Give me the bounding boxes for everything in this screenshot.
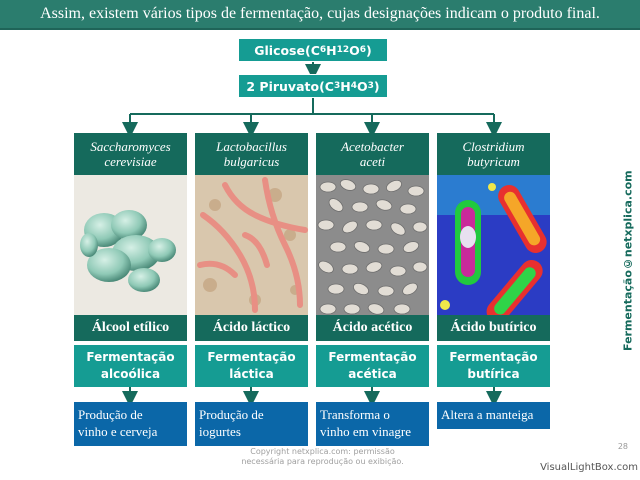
page-number: 28 (617, 442, 628, 451)
product-label: Ácido acético (316, 315, 429, 341)
use-description: Produção de iogurtes (195, 402, 308, 446)
fermentation-type: Fermentação alcoólica (74, 345, 187, 387)
product-label: Ácido láctico (195, 315, 308, 341)
product-label: Ácido butírico (437, 315, 550, 341)
yeast-micrograph (74, 175, 187, 315)
lactobacillus-micrograph (195, 175, 308, 315)
slide-title: Assim, existem vários tipos de fermentaç… (0, 0, 640, 30)
use-description: Transforma o vinho em vinagre (316, 402, 429, 446)
acetobacter-micrograph (316, 175, 429, 315)
use-description: Produção de vinho e cerveja (74, 402, 187, 446)
fermentation-type: Fermentação acética (316, 345, 429, 387)
species-label: Clostridium butyricum (437, 133, 550, 175)
species-label: Saccharomyces cerevisiae (74, 133, 187, 175)
side-copyright-label: Fermentação©netxplica.com (621, 170, 635, 351)
fermentation-type: Fermentação láctica (195, 345, 308, 387)
species-label: Lactobacillus bulgaricus (195, 133, 308, 175)
clostridium-micrograph (437, 175, 550, 315)
copyright-notice: Copyright netxplica.com: permissão neces… (241, 447, 404, 466)
fermentation-type: Fermentação butírica (437, 345, 550, 387)
use-description: Altera a manteiga (437, 402, 550, 429)
watermark: VisualLightBox.com (540, 462, 638, 473)
species-label: Acetobacter aceti (316, 133, 429, 175)
product-label: Álcool etílico (74, 315, 187, 341)
